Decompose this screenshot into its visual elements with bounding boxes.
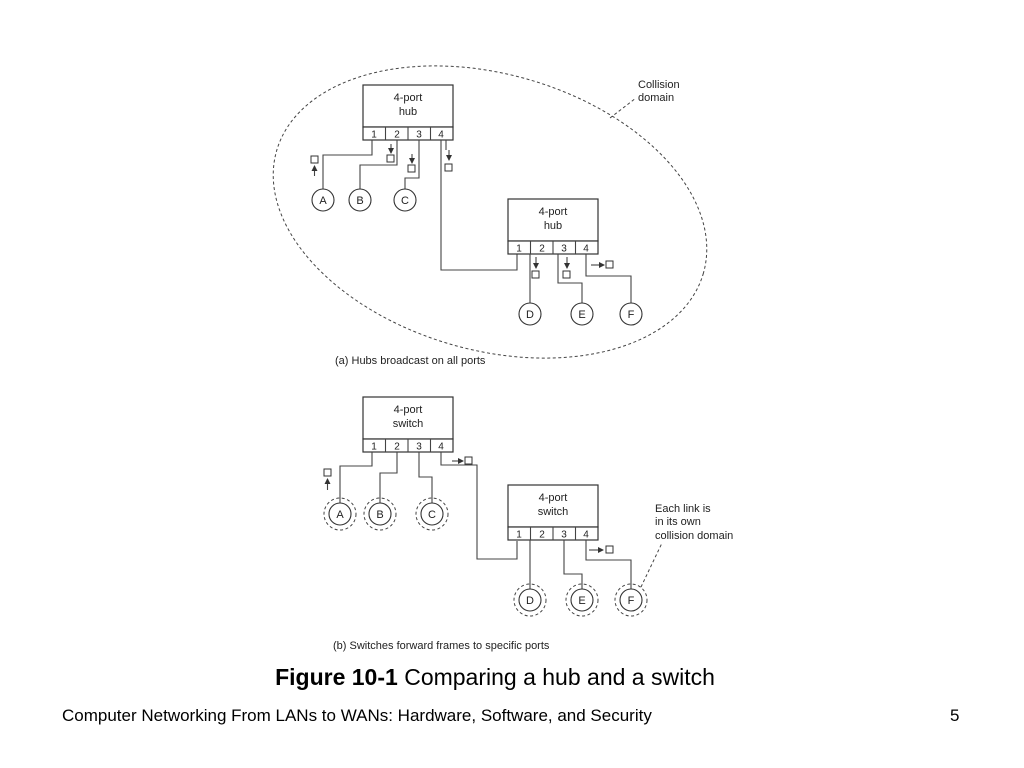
collision-domain-label-line1: Collision — [638, 79, 680, 91]
collision-domain-note-line1: Each link is — [655, 503, 711, 515]
link-a-hub-to-hub — [440, 140, 518, 271]
collision-domain-ellipse — [272, 65, 708, 359]
hub-a-bottom-port-3: 3 — [561, 244, 567, 255]
part-b-switches: 4-port switch 1 2 3 4 A B C — [323, 396, 733, 652]
frame-icon — [444, 163, 453, 172]
hub-a-top-port-3: 3 — [416, 130, 422, 141]
switch-b-bottom: 4-port switch 1 2 3 4 — [507, 484, 599, 541]
link-b-node-e — [563, 540, 583, 589]
node-a — [311, 188, 335, 212]
frame-icon — [605, 260, 614, 269]
node-f-label: F — [628, 595, 635, 607]
page-number: 5 — [950, 706, 960, 725]
switch-b-bottom-port-2: 2 — [539, 530, 545, 541]
collision-domain-note-line3: collision domain — [655, 530, 733, 542]
node-b-domain-ring — [363, 497, 397, 531]
node-e — [570, 302, 594, 326]
hub-a-bottom-label-line1: 4-port — [539, 206, 568, 218]
collision-domain-note-line2: in its own — [655, 516, 701, 528]
node-a-label: A — [336, 509, 344, 521]
switch-b-bottom-port-4: 4 — [583, 530, 589, 541]
hub-a-top-port-1: 1 — [371, 130, 377, 141]
node-b-label: B — [356, 195, 363, 207]
link-b-node-a — [339, 452, 373, 503]
part-b-caption: (b) Switches forward frames to specific … — [333, 640, 550, 652]
node-e-label: E — [578, 595, 585, 607]
hub-a-top: 4-port hub 1 2 3 4 — [362, 84, 454, 141]
collision-domain-note-pointer — [640, 542, 663, 588]
node-b — [348, 188, 372, 212]
footer-book-title: Computer Networking From LANs to WANs: H… — [62, 706, 652, 725]
node-d — [518, 302, 542, 326]
link-b-node-c — [418, 452, 433, 503]
node-d-domain-ring — [513, 583, 547, 617]
switch-b-top-port-4: 4 — [438, 442, 444, 453]
frame-icon — [562, 270, 571, 279]
frame-icon — [310, 155, 319, 164]
collision-domain-pointer — [609, 97, 637, 119]
hub-a-bottom-label-line2: hub — [544, 220, 562, 232]
node-f-domain-ring — [614, 583, 648, 617]
hub-a-bottom-port-4: 4 — [583, 244, 589, 255]
hub-a-bottom: 4-port hub 1 2 3 4 — [507, 198, 599, 255]
node-e — [570, 588, 594, 612]
switch-b-bottom-port-1: 1 — [516, 530, 522, 541]
switch-b-top-port-1: 1 — [371, 442, 377, 453]
frame-icon — [531, 270, 540, 279]
figure-label: Figure 10-1 — [275, 664, 398, 690]
switch-b-top-port-2: 2 — [394, 442, 400, 453]
frame-icon — [464, 456, 473, 465]
frame-icon — [386, 154, 395, 163]
node-f-label: F — [628, 309, 635, 321]
link-a-node-b — [359, 140, 398, 189]
frame-icon — [407, 164, 416, 173]
switch-b-top-label-line2: switch — [393, 418, 424, 430]
figure-caption: Figure 10-1 Comparing a hub and a switch — [0, 664, 990, 691]
link-a-node-a — [322, 140, 373, 189]
switch-b-top: 4-port switch 1 2 3 4 — [362, 396, 454, 453]
node-e-label: E — [578, 309, 585, 321]
hub-a-top-label-line1: 4-port — [394, 92, 423, 104]
hub-a-top-port-2: 2 — [394, 130, 400, 141]
node-d — [518, 588, 542, 612]
switch-b-top-label-line1: 4-port — [394, 404, 423, 416]
figure-title: Comparing a hub and a switch — [404, 664, 715, 690]
node-c-label: C — [428, 509, 436, 521]
hub-a-top-port-4: 4 — [438, 130, 444, 141]
node-b — [368, 502, 392, 526]
part-a-caption: (a) Hubs broadcast on all ports — [335, 355, 486, 367]
link-b-node-f — [585, 540, 632, 589]
switch-b-bottom-label-line1: 4-port — [539, 492, 568, 504]
hub-a-top-label-line2: hub — [399, 106, 417, 118]
link-a-node-e — [557, 254, 583, 303]
switch-b-top-port-3: 3 — [416, 442, 422, 453]
node-a — [328, 502, 352, 526]
node-f — [619, 302, 643, 326]
switch-b-bottom-label-line2: switch — [538, 506, 569, 518]
hub-a-bottom-port-1: 1 — [516, 244, 522, 255]
node-d-label: D — [526, 309, 534, 321]
node-d-label: D — [526, 595, 534, 607]
frame-icon — [323, 468, 332, 477]
node-a-label: A — [319, 195, 327, 207]
hub-switch-diagram: Collision domain 4-port hub 1 2 3 4 — [272, 65, 733, 652]
node-f — [619, 588, 643, 612]
link-b-switch-to-switch — [440, 452, 518, 560]
node-c — [393, 188, 417, 212]
node-c — [420, 502, 444, 526]
switch-b-bottom-port-3: 3 — [561, 530, 567, 541]
link-a-node-f — [585, 254, 632, 303]
node-c-label: C — [401, 195, 409, 207]
link-b-node-b — [379, 452, 398, 503]
link-a-node-c — [404, 140, 420, 189]
node-c-domain-ring — [415, 497, 449, 531]
node-e-domain-ring — [565, 583, 599, 617]
frame-icon — [605, 545, 614, 554]
part-a-hubs: Collision domain 4-port hub 1 2 3 4 — [272, 65, 708, 367]
hub-a-bottom-port-2: 2 — [539, 244, 545, 255]
collision-domain-label-line2: domain — [638, 92, 674, 104]
node-b-label: B — [376, 509, 383, 521]
node-a-domain-ring — [323, 497, 357, 531]
